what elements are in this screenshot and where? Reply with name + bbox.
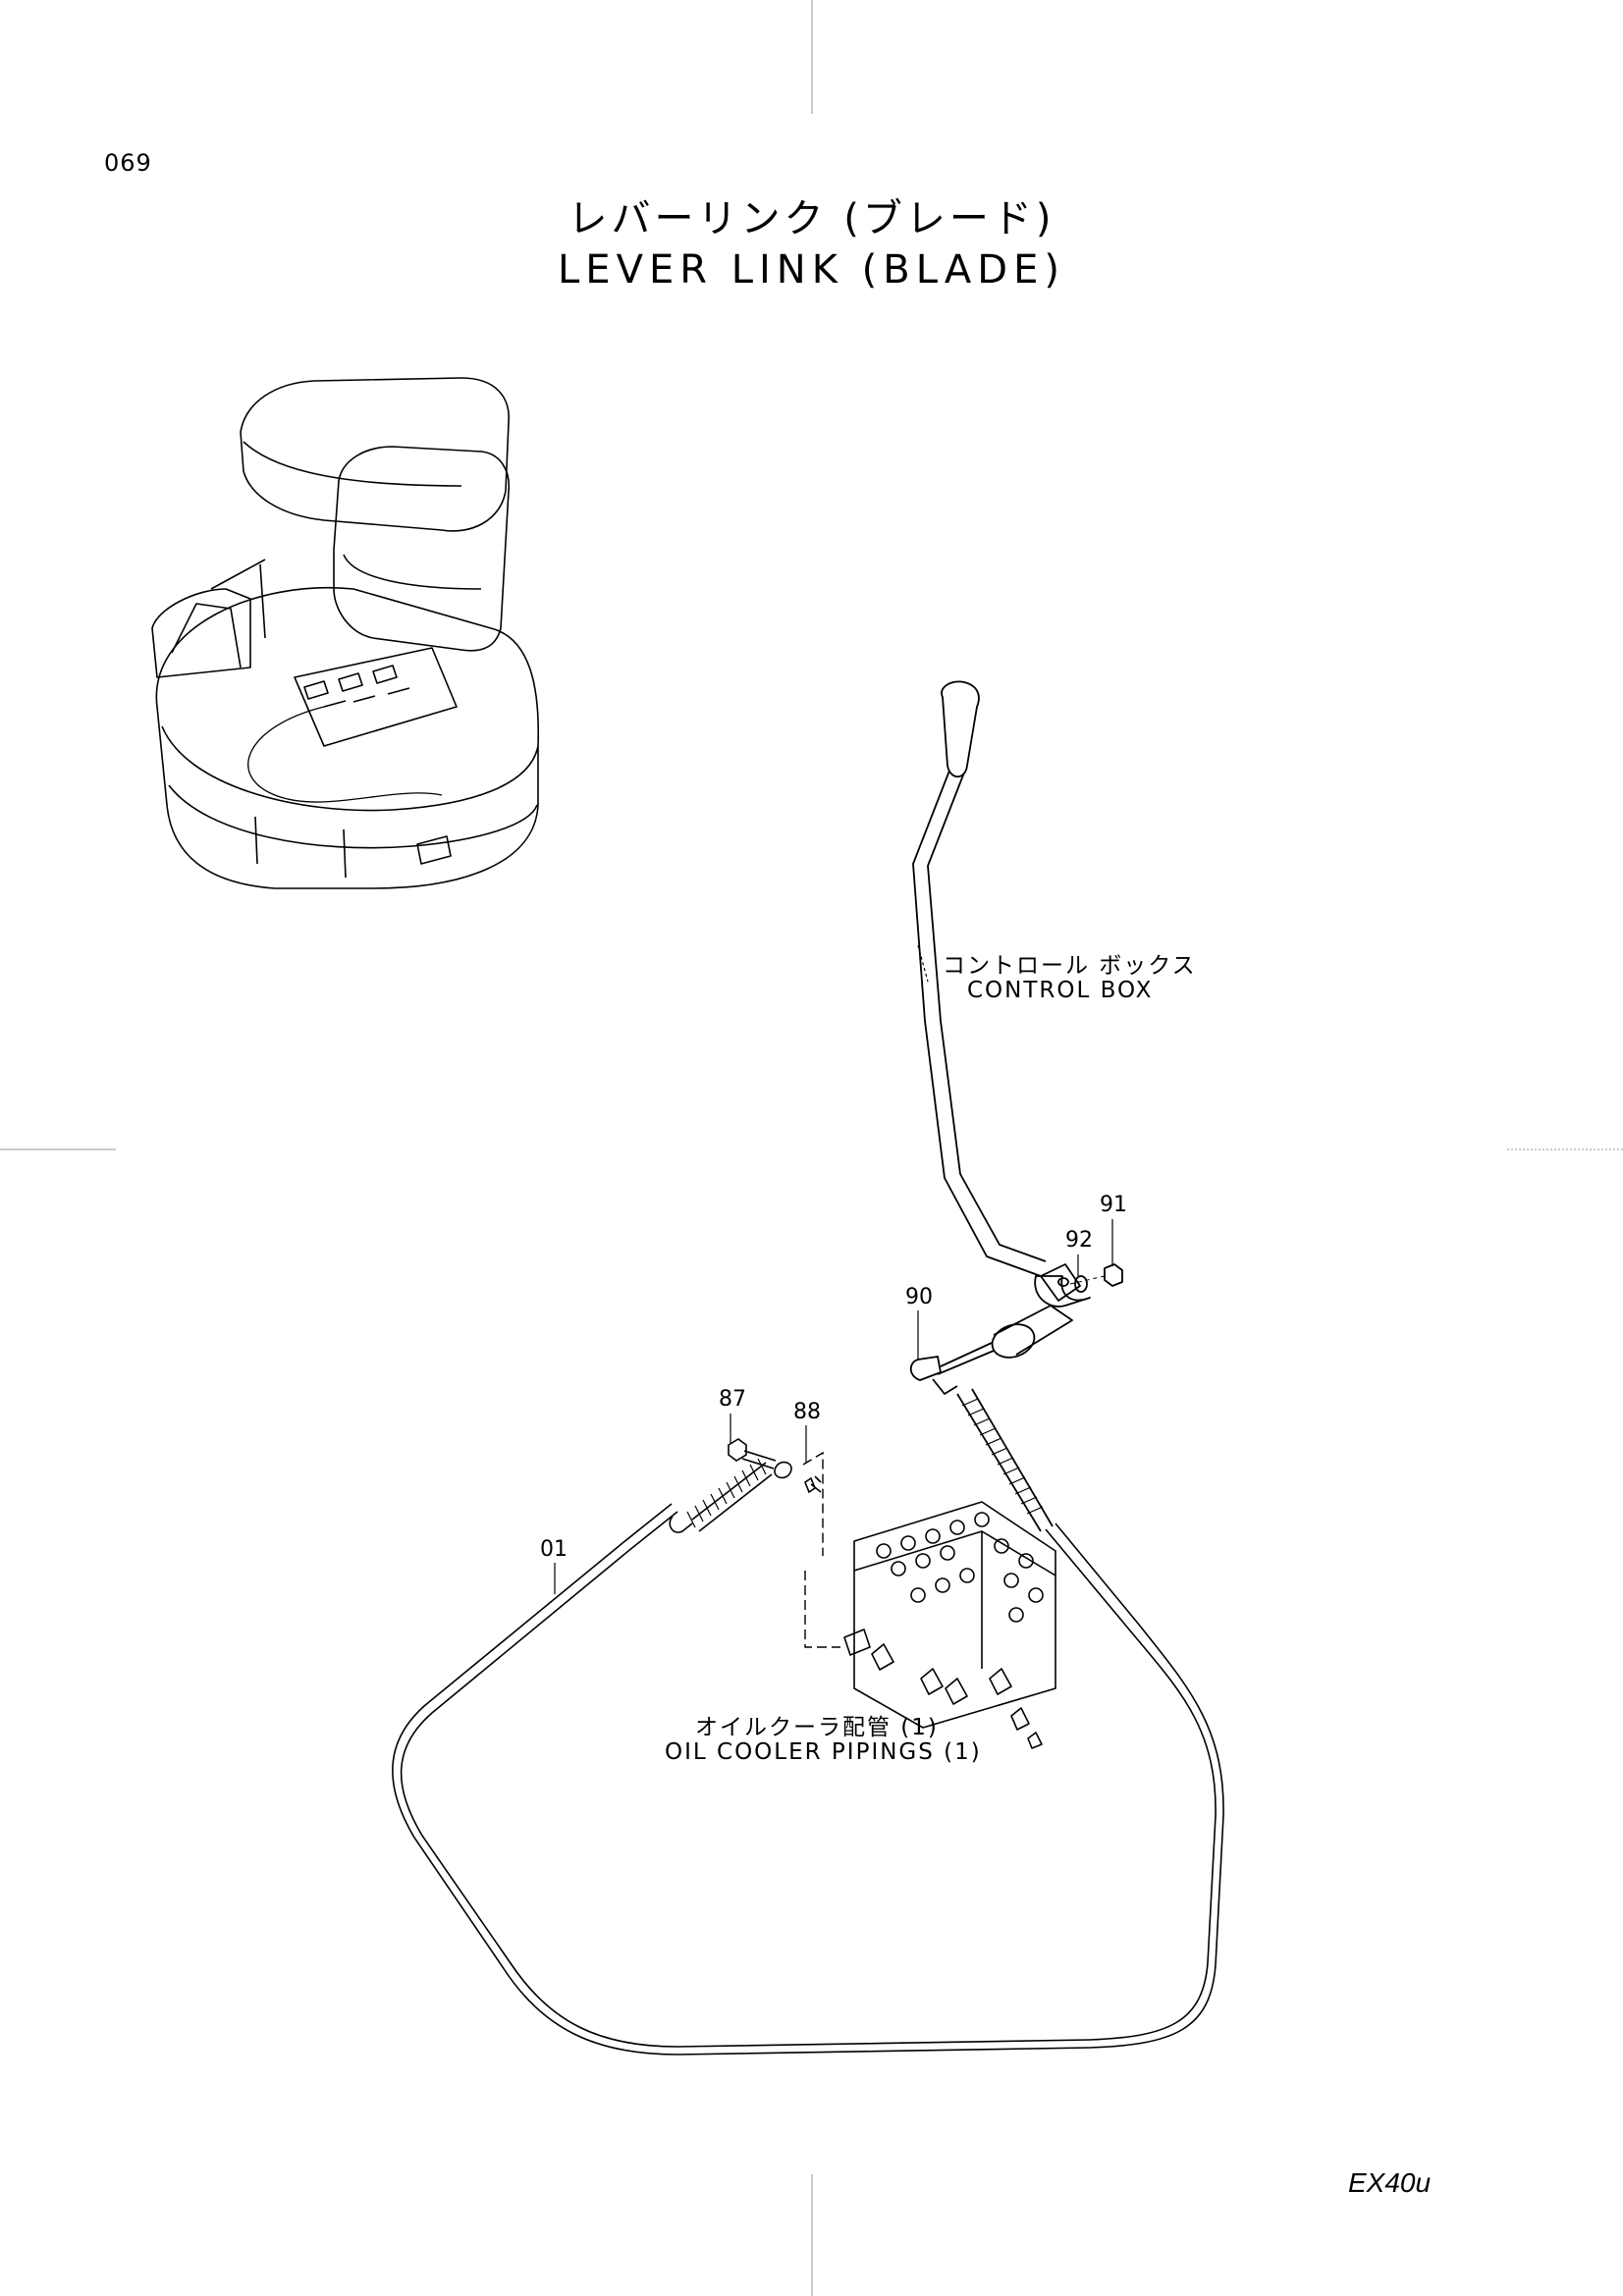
lever-grip [941,680,980,778]
control-valve-block [843,1501,1056,1749]
part-number-01: 01 [540,1537,568,1562]
leader-control-box [917,944,929,983]
cable-end-ball-joint [909,1342,1054,1532]
dashed-assembly-line [802,1451,840,1648]
machine-overview-illustration [151,377,540,889]
washer-92 [1074,1275,1088,1293]
oil-cooler-label-ja: オイルクーラ配管 (1) [695,1715,939,1740]
part-number-90: 90 [905,1285,933,1309]
part-number-91: 91 [1100,1193,1127,1217]
pin-88 [774,1461,822,1494]
part-number-labels: 01 87 88 90 91 92 [540,1193,1127,1562]
nut-91 [1104,1263,1123,1287]
part-number-88: 88 [793,1400,821,1424]
lever-clevis [1040,1263,1081,1302]
model-code: EX40u [1348,2167,1432,2198]
leader-lines [554,944,1113,1594]
part-number-92: 92 [1065,1228,1093,1253]
part-number-87: 87 [719,1387,746,1412]
page-number: 069 [104,149,152,177]
bolt-87 [728,1438,777,1469]
lever-shaft [912,770,1042,1277]
control-lever-assembly [912,680,1123,1359]
control-cable-01 [392,1458,1224,2056]
control-box-label-en: CONTROL BOX [967,978,1154,1003]
title-japanese: レバーリンク (ブレード) [568,196,1055,241]
title-english: LEVER LINK (BLADE) [558,247,1065,293]
control-box-label-ja: コントロール ボックス [943,953,1197,979]
oil-cooler-label-en: OIL COOLER PIPINGS (1) [665,1739,982,1765]
